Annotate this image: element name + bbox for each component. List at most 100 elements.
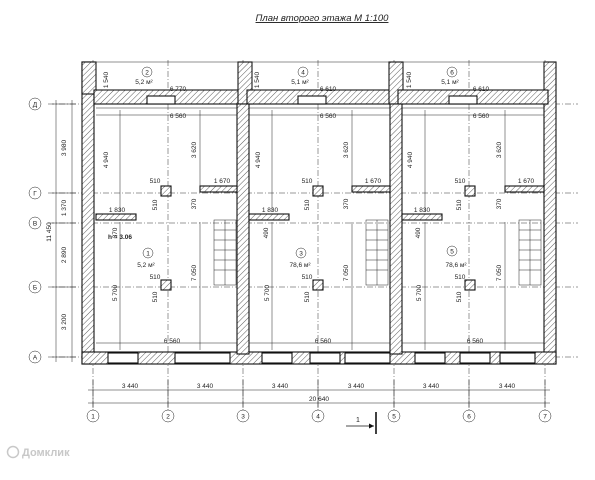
stair-partition-labels: 1 670 1 670 1 670 1 830 1 830 1 830 [109, 178, 535, 214]
bottom-spacing-labels: 3 440 3 440 3 440 3 440 3 440 3 440 20 6… [122, 383, 516, 403]
section-mark: 1 [346, 412, 377, 434]
vertical-axis-bubbles: 1 2 3 4 5 6 7 [86, 409, 552, 423]
width-label: 6 610 [320, 86, 337, 93]
width-label: 6 560 [467, 338, 484, 345]
column-size-label: 510 [152, 291, 159, 302]
width-label: 6 560 [164, 338, 181, 345]
spacing-label: 3 440 [122, 383, 139, 390]
column-labels: 510 510 510 510 510 510 510 510 510 510 … [112, 178, 503, 302]
stair-treads [214, 220, 541, 285]
balcony-widths: 1 540 1 540 1 540 [103, 71, 413, 88]
column-size-label: 510 [455, 274, 466, 281]
room-number-5: 5 [450, 249, 454, 256]
width-label: 6 610 [473, 86, 490, 93]
inner-height-label: 7 050 [191, 264, 198, 281]
room-number-4: 4 [301, 70, 305, 77]
partition-width-label: 1 830 [109, 207, 126, 214]
inner-height-label: 5 700 [416, 284, 423, 301]
column-size-label: 510 [152, 199, 159, 210]
inner-height-label: 7 050 [496, 264, 503, 281]
room-area-6: 5,1 м² [441, 79, 459, 86]
section-label: 1 [356, 417, 360, 424]
horizontal-axis-bubbles: Д Г В Б А [28, 97, 42, 364]
stair-width-label: 1 670 [214, 178, 231, 185]
room-area-2: 5,2 м² [135, 79, 153, 86]
axis-label-4: 4 [316, 414, 320, 421]
inner-height-label: 4 940 [255, 151, 262, 168]
inner-height-label: 5 700 [264, 284, 271, 301]
column-size-label: 510 [304, 199, 311, 210]
interior-width-labels: 6 770 6 610 6 610 6 560 6 560 6 560 6 56… [164, 86, 490, 345]
left-wall [81, 61, 95, 365]
windows [107, 95, 536, 364]
left-dimension-chain [52, 100, 76, 362]
room-number-2: 2 [145, 70, 149, 77]
width-label: 6 770 [170, 86, 187, 93]
inner-height-label: 490 [415, 227, 422, 238]
room-area-5: 78,6 м² [445, 262, 467, 269]
left-dim-label: 3 200 [61, 313, 68, 330]
column-size-label: 510 [302, 178, 313, 185]
height-note: h = 3.06 [108, 234, 132, 241]
width-label: 6 560 [473, 113, 490, 120]
interior-dimension-lines [96, 107, 544, 350]
stair-width-label: 1 670 [365, 178, 382, 185]
spacing-label: 3 440 [423, 383, 440, 390]
column-size-label: 510 [455, 178, 466, 185]
left-dim-label: 2 890 [61, 246, 68, 263]
spacing-label: 3 440 [348, 383, 365, 390]
right-wall [543, 61, 557, 365]
interior-partitions [95, 185, 545, 286]
axis-label-7: 7 [543, 414, 547, 421]
axis-label-a: А [33, 355, 38, 362]
overall-width-label: 20 640 [309, 396, 329, 403]
room-area-3: 78,6 м² [289, 262, 311, 269]
room-area-1: 5,2 м² [137, 262, 155, 269]
column-size-label: 510 [302, 274, 313, 281]
inner-height-label: 3 620 [496, 141, 503, 158]
room-areas: 5,2 м² 5,1 м² 5,1 м² 5,2 м² 78,6 м² 78,6… [135, 79, 467, 269]
overall-height-label: 11 450 [46, 222, 53, 242]
partition-width-label: 1 830 [262, 207, 279, 214]
watermark-text: Домклик [22, 447, 70, 459]
axis-label-1: 1 [91, 414, 95, 421]
left-dimension-labels: 3 980 1 370 2 890 3 200 11 450 [46, 139, 68, 330]
spacing-label: 3 440 [197, 383, 214, 390]
inner-height-label: 3 620 [191, 141, 198, 158]
column-size-label: 510 [456, 199, 463, 210]
width-label: 6 560 [320, 113, 337, 120]
room-markers: 2 4 6 1 3 5 [141, 66, 458, 259]
column-size-label: 510 [456, 291, 463, 302]
offset-label: 370 [112, 227, 119, 238]
width-label: 6 560 [315, 338, 332, 345]
inner-height-label: 490 [263, 227, 270, 238]
plan-title: План второго этажа М 1:100 [256, 13, 390, 24]
room-number-1: 1 [146, 251, 150, 258]
room-number-3: 3 [299, 251, 303, 258]
column-size-label: 510 [304, 291, 311, 302]
width-label: 6 560 [170, 113, 187, 120]
offset-label: 370 [496, 198, 503, 209]
balcony-width-label: 1 540 [254, 71, 261, 88]
axis-label-g: Г [33, 191, 37, 198]
vertical-inner-labels: 4 940 4 940 4 940 3 620 3 620 3 620 7 05… [103, 141, 503, 301]
spacing-label: 3 440 [272, 383, 289, 390]
inner-height-label: 4 940 [407, 151, 414, 168]
axis-label-2: 2 [166, 414, 170, 421]
offset-label: 370 [191, 198, 198, 209]
inner-height-label: 7 050 [343, 264, 350, 281]
spacing-label: 3 440 [499, 383, 516, 390]
party-walls [236, 103, 403, 355]
left-dim-label: 3 980 [61, 139, 68, 156]
inner-height-label: 3 620 [343, 141, 350, 158]
column-size-label: 510 [150, 274, 161, 281]
watermark: Домклик [6, 445, 70, 459]
left-dim-label: 1 370 [61, 199, 68, 216]
axis-label-3: 3 [241, 414, 245, 421]
room-area-4: 5,1 м² [291, 79, 309, 86]
room-number-6: 6 [450, 70, 454, 77]
axis-label-6: 6 [467, 414, 471, 421]
stair-width-label: 1 670 [518, 178, 535, 185]
column-size-label: 510 [150, 178, 161, 185]
